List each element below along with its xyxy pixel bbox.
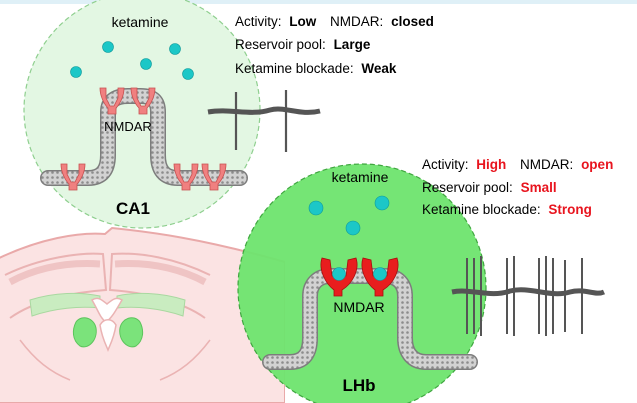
- lhb-reservoir-line: Reservoir pool: Small: [422, 180, 557, 195]
- ca1-spike-trace: [207, 90, 321, 152]
- ca1-ketamine-molecules: [70, 41, 194, 80]
- lhb-nmdar-receptors: [320, 257, 399, 297]
- ca1-nmdar-state-value: closed: [391, 14, 434, 29]
- ca1-reservoir-line: Reservoir pool: Large: [235, 37, 371, 52]
- ca1-reservoir-value: Large: [334, 37, 371, 52]
- ca1-region-label: CA1: [116, 199, 150, 218]
- lhb-activity-label: Activity:: [422, 157, 469, 172]
- ca1-activity-line: Activity: Low NMDAR: closed: [235, 14, 434, 29]
- ca1-activity-value: Low: [289, 14, 316, 29]
- ca1-nmdar-label: NMDAR: [104, 119, 152, 134]
- ca1-ketamine-label: ketamine: [112, 14, 169, 30]
- lhb-nmdar-state-label: NMDAR:: [520, 157, 573, 172]
- lhb-reservoir-label: Reservoir pool:: [422, 180, 513, 195]
- lhb-activity-value: High: [476, 157, 506, 172]
- lhb-reservoir-value: Small: [521, 180, 557, 195]
- lhb-blockade-line: Ketamine blockade: Strong: [422, 202, 592, 217]
- ca1-reservoir-label: Reservoir pool:: [235, 37, 326, 52]
- lhb-spike-trace: [451, 256, 606, 336]
- lhb-membrane: [263, 269, 477, 369]
- ca1-activity-label: Activity:: [235, 14, 282, 29]
- ca1-blockade-value: Weak: [361, 61, 397, 76]
- lhb-region-label: LHb: [342, 376, 375, 395]
- lhb-ketamine-label: ketamine: [332, 169, 389, 185]
- lhb-activity-line: Activity: High NMDAR: open: [422, 157, 613, 172]
- lhb-blockade-value: Strong: [548, 202, 592, 217]
- lhb-nmdar-label: NMDAR: [333, 299, 384, 315]
- ca1-blockade-line: Ketamine blockade: Weak: [235, 61, 397, 76]
- brain-section: [0, 226, 285, 403]
- lhb-ketamine-molecules: [308, 195, 390, 236]
- lhb-nmdar-state-value: open: [581, 157, 613, 172]
- lhb-blockade-label: Ketamine blockade:: [422, 202, 541, 217]
- top-border: [0, 0, 637, 4]
- ca1-nmdar-state-label: NMDAR:: [330, 14, 383, 29]
- ca1-blockade-label: Ketamine blockade:: [235, 61, 354, 76]
